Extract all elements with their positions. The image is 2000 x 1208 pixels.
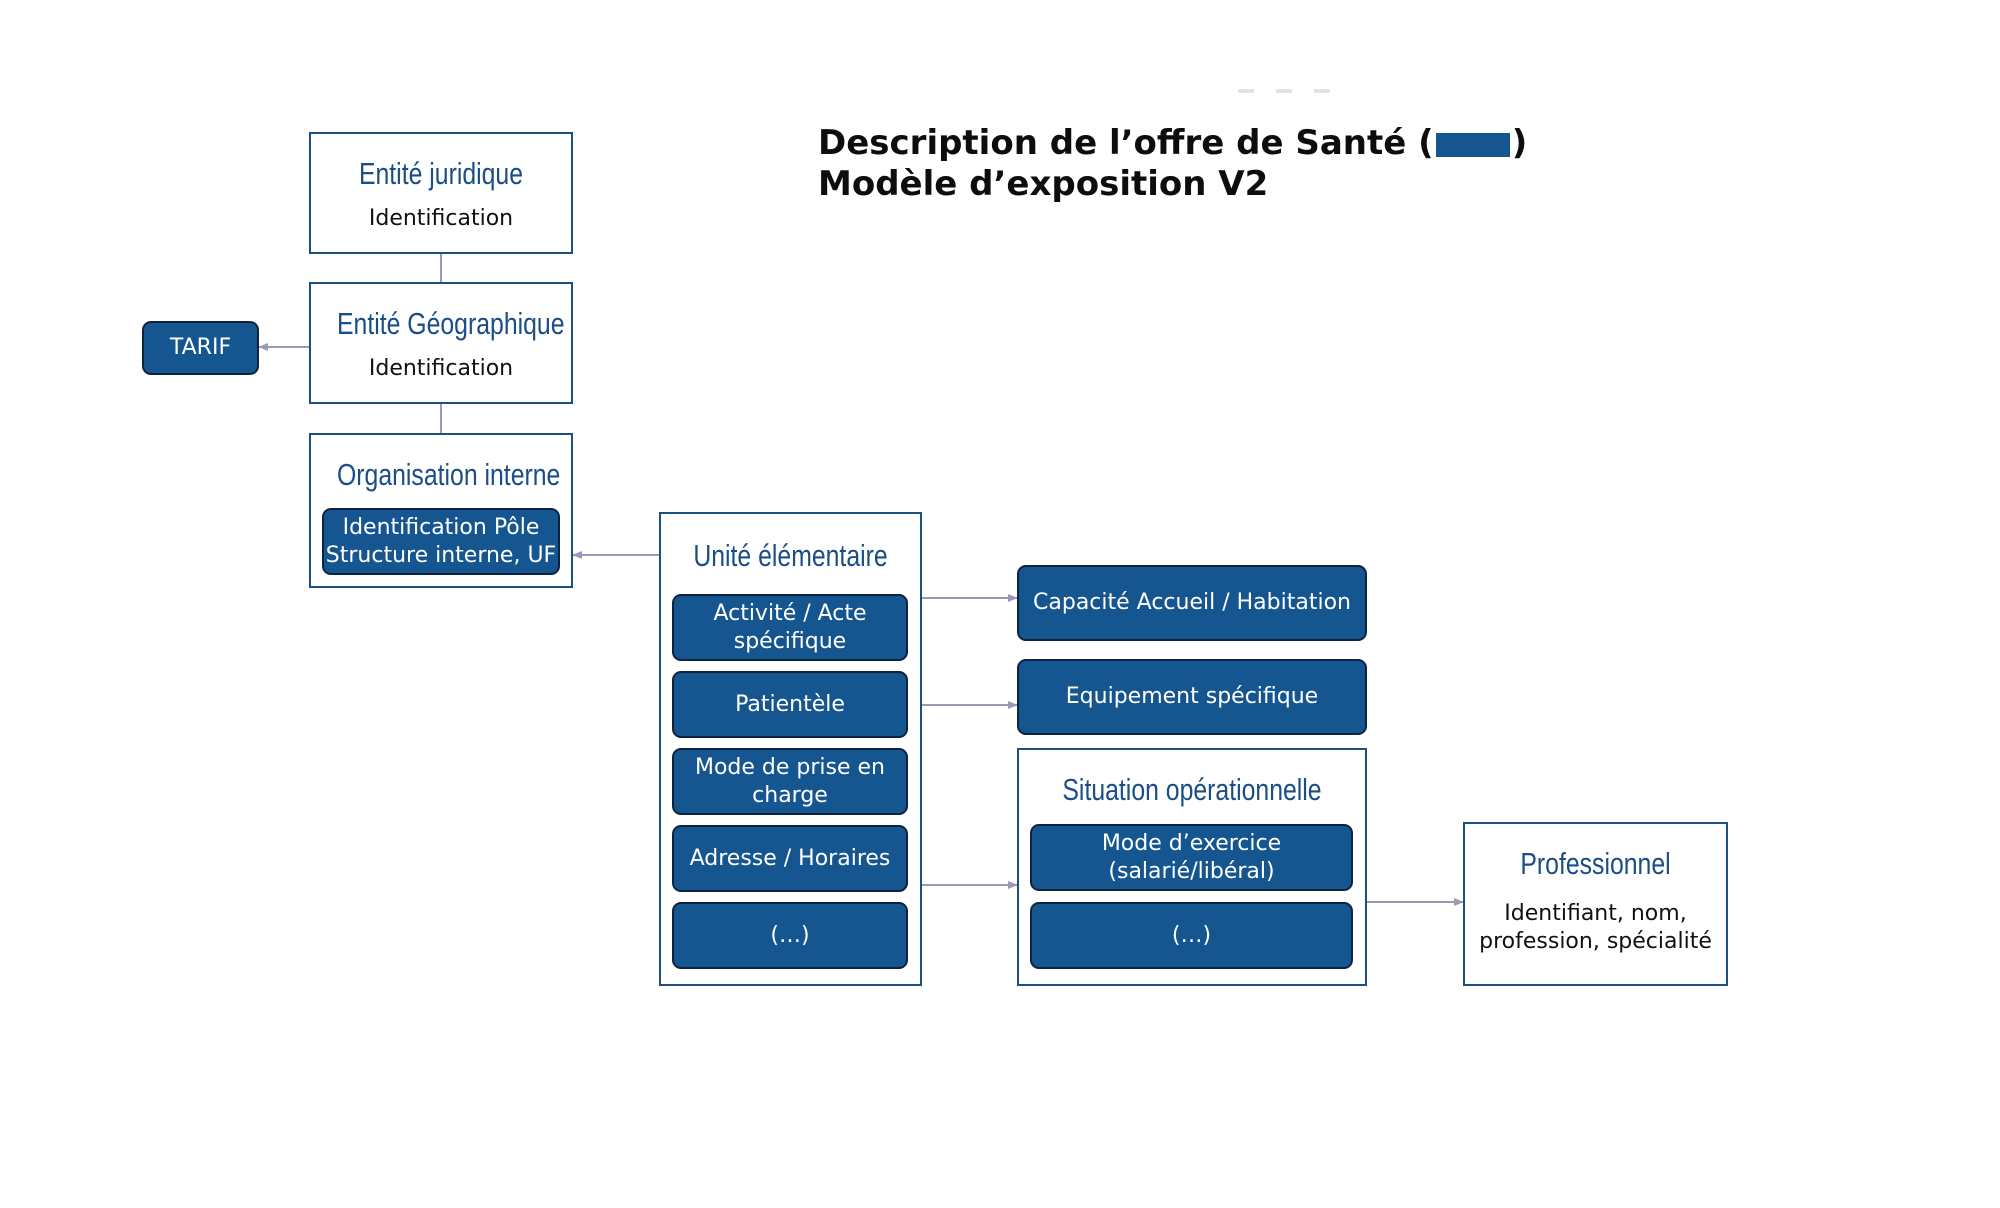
unite-elementaire-title: Unité élémentaire	[693, 538, 888, 573]
equipement-specifique-box: Equipement spécifique	[1017, 659, 1367, 735]
organisation-interne-pill-label: Identification Pôle Structure interne, U…	[325, 514, 557, 568]
entite-juridique-title: Entité juridique	[358, 156, 524, 191]
situation-item-label: Mode d’exercice (salarié/libéral)	[1101, 830, 1282, 884]
unite-item-patientele: Patientèle	[672, 671, 908, 738]
equipement-specifique-label: Equipement spécifique	[1065, 684, 1319, 709]
organisation-interne-pill: Identification Pôle Structure interne, U…	[322, 508, 560, 575]
situation-item-ellipsis: (…)	[1030, 902, 1353, 969]
entite-juridique-box: Entité juridique Identification	[309, 132, 573, 254]
capacite-accueil-label: Capacité Accueil / Habitation	[1033, 590, 1351, 615]
entite-geographique-subtitle: Identification	[368, 356, 514, 381]
unite-item-label: Adresse / Horaires	[689, 845, 891, 871]
unite-item-label: Activité / Acte spécifique	[713, 600, 867, 654]
situation-item-label: (…)	[1171, 922, 1212, 948]
unite-item-label: (…)	[770, 922, 810, 948]
capacite-accueil-box: Capacité Accueil / Habitation	[1017, 565, 1367, 641]
entite-juridique-subtitle: Identification	[368, 206, 514, 231]
entite-geographique-title: Entité Géographique	[337, 306, 565, 341]
title-line-2: Modèle d’exposition V2	[818, 164, 1269, 204]
professionnel-title: Professionnel	[1520, 846, 1671, 881]
title-paren-open: (	[1418, 123, 1434, 163]
situation-operationnelle-title: Situation opérationnelle	[1062, 772, 1322, 807]
tarif-box: TARIF	[142, 321, 259, 375]
title-line-1-text: Description de l’offre de Santé	[818, 123, 1407, 163]
unite-item-label: Patientèle	[735, 691, 845, 717]
unite-item-label: Mode de prise en charge	[694, 754, 886, 808]
title-line-1: Description de l’offre de Santé ()	[818, 123, 1527, 164]
diagram-title: Description de l’offre de Santé () Modèl…	[818, 123, 1527, 205]
unite-item-ellipsis: (…)	[672, 902, 908, 969]
professionnel-box: Professionnel Identifiant, nom, professi…	[1463, 822, 1728, 986]
entite-geographique-box: Entité Géographique Identification	[309, 282, 573, 404]
title-color-swatch	[1435, 133, 1510, 157]
unite-item-activite: Activité / Acte spécifique	[672, 594, 908, 661]
unite-item-adresse-horaires: Adresse / Horaires	[672, 825, 908, 892]
tarif-label: TARIF	[169, 335, 232, 360]
title-paren-close: )	[1511, 123, 1528, 163]
unite-item-mode-prise-en-charge: Mode de prise en charge	[672, 748, 908, 815]
situation-item-mode-exercice: Mode d’exercice (salarié/libéral)	[1030, 824, 1353, 891]
organisation-interne-title: Organisation interne	[337, 457, 561, 492]
professionnel-subtitle: Identifiant, nom, profession, spécialité	[1479, 901, 1712, 954]
